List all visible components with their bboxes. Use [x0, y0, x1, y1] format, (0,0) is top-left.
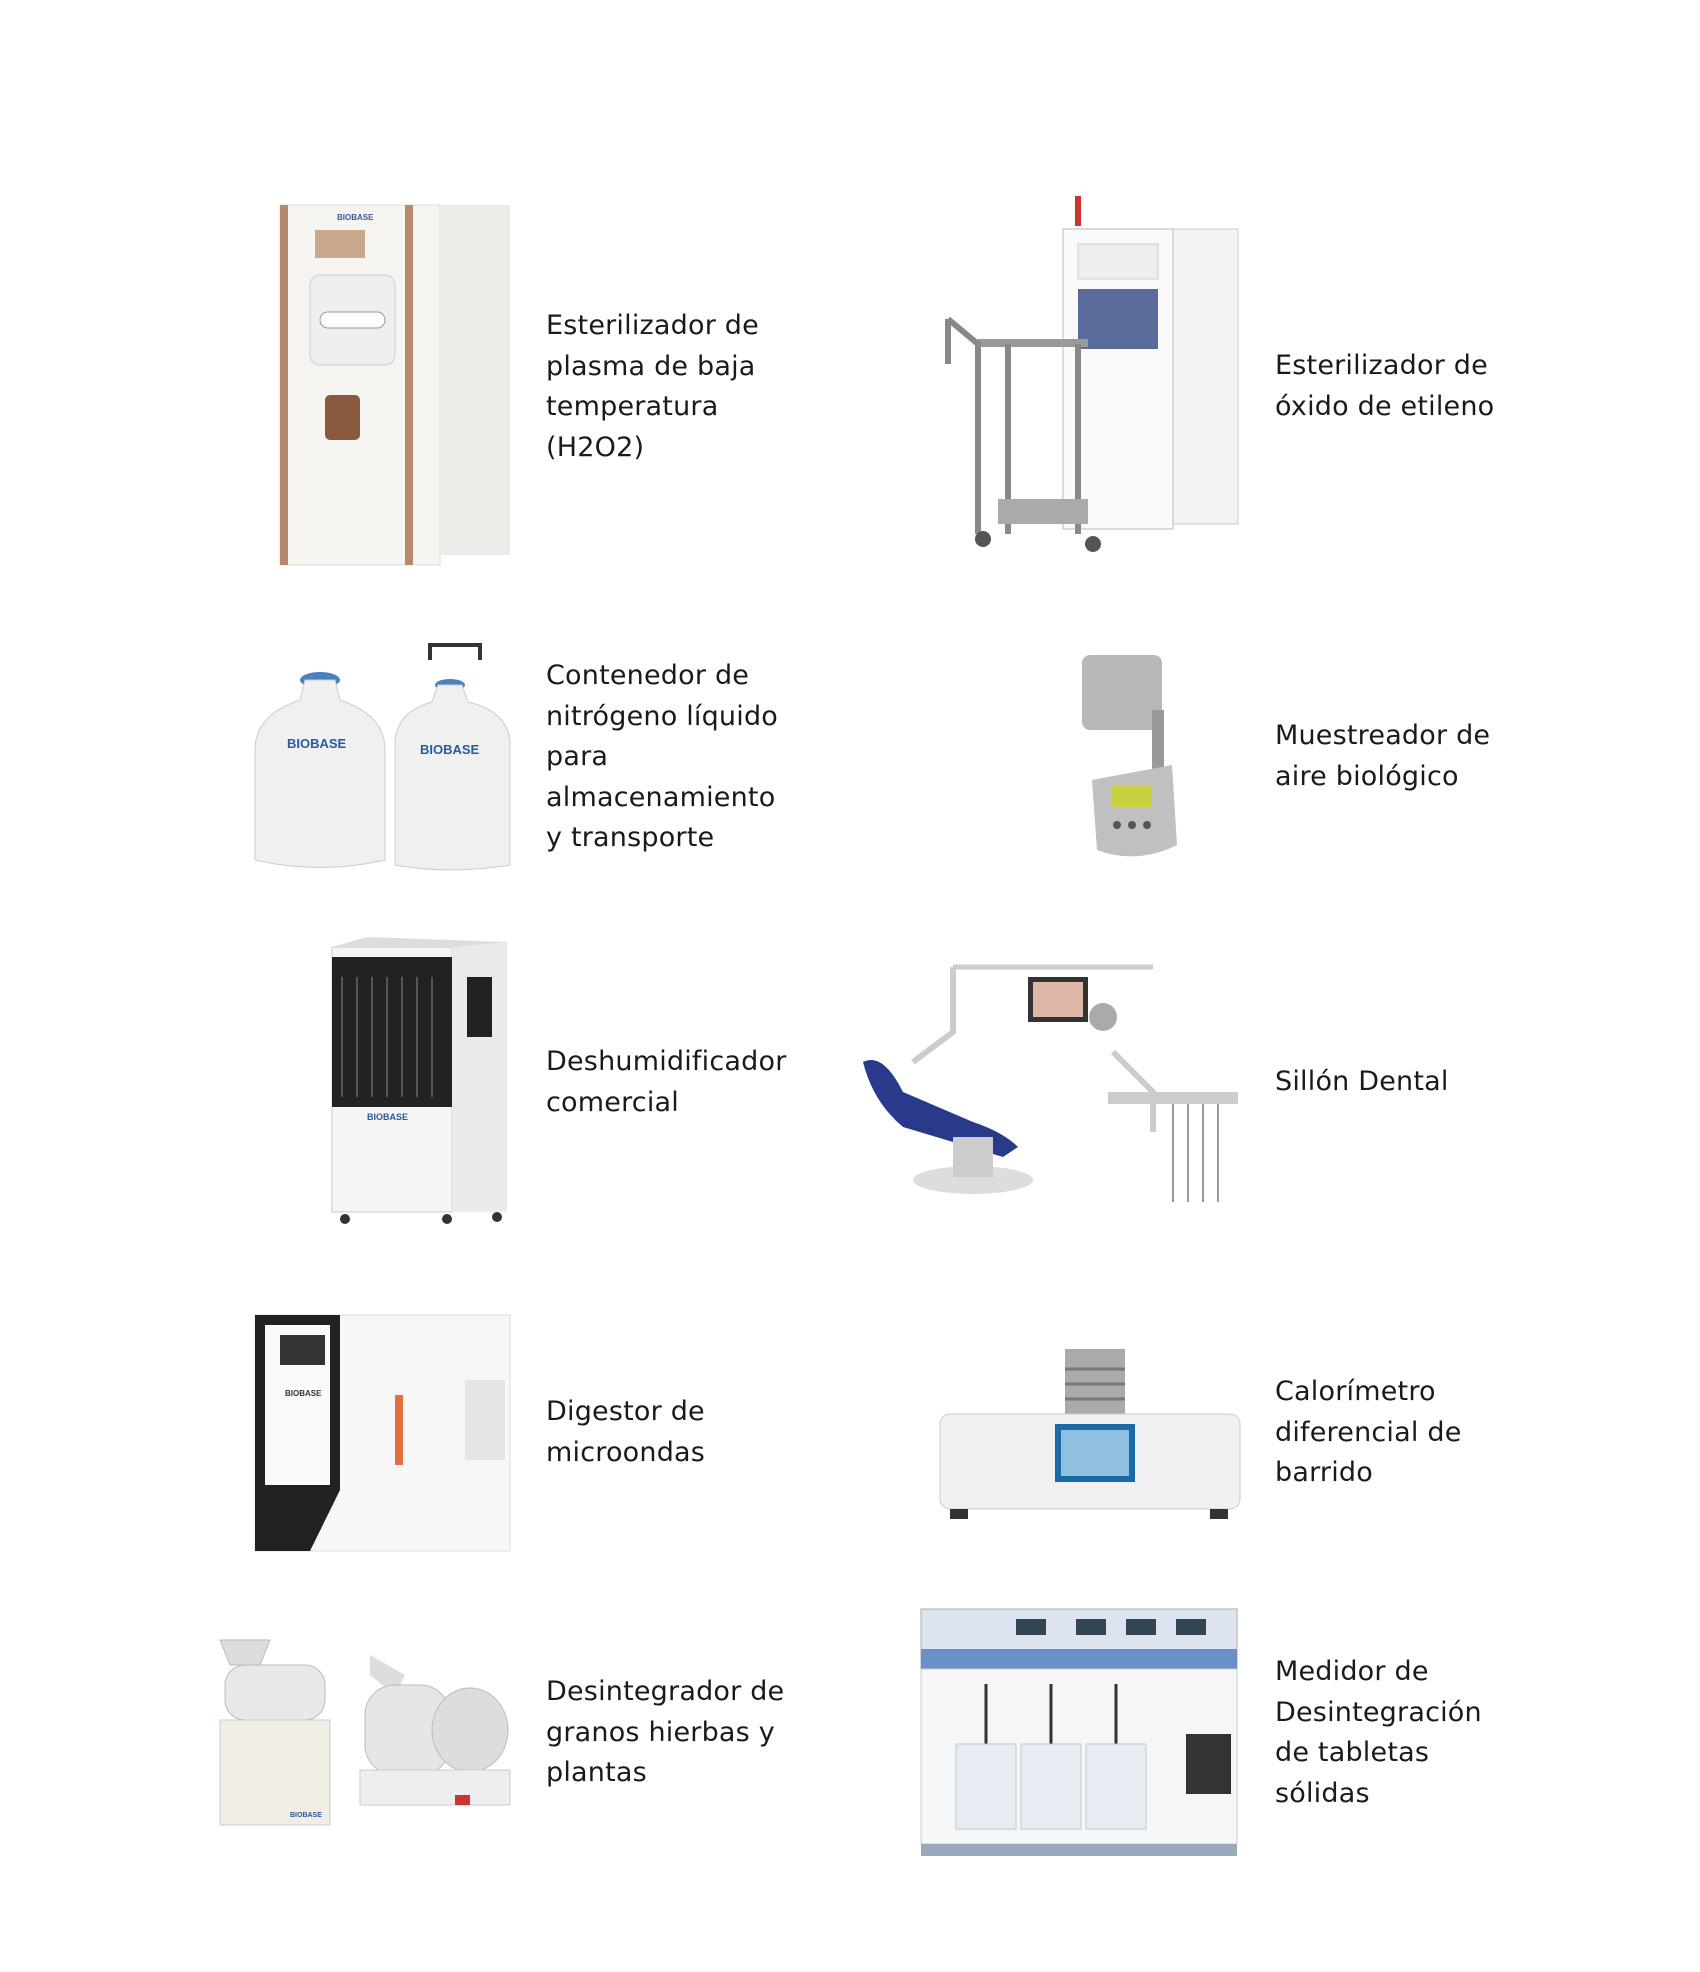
svg-text:BIOBASE: BIOBASE: [367, 1112, 408, 1122]
label-line: (H2O2): [546, 431, 645, 463]
product-label-commercial-dehumidifier: Deshumidificador comercial: [546, 1042, 787, 1123]
product-label-scanning-calorimeter: Calorímetro diferencial de barrido: [1275, 1372, 1462, 1494]
label-line: temperatura: [546, 391, 719, 422]
product-label-ethylene-oxide-sterilizer: Esterilizador de óxido de etileno: [1275, 346, 1494, 427]
plasma-sterilizer-image: BIOBASE: [275, 200, 515, 570]
label-line: Sillón Dental: [1275, 1066, 1449, 1097]
product-label-plasma-sterilizer: Esterilizador de plasma de baja temperatur…: [546, 306, 759, 468]
biological-air-sampler-image: [1077, 650, 1189, 862]
label-line: sólidas: [1275, 1777, 1370, 1809]
label-line: barrido: [1275, 1457, 1373, 1488]
product-label-liquid-nitrogen-container: Contenedor de nitrógeno líquido para almace…: [546, 656, 778, 859]
label-line: Desintegración: [1275, 1696, 1482, 1728]
tablet-disintegration-tester-image: [916, 1604, 1242, 1860]
product-label-tablet-disintegration-tester: Medidor de Desintegración de tabletas sólid…: [1275, 1652, 1482, 1814]
microwave-digester-image: BIOBASE: [250, 1310, 515, 1556]
label-line: de tabletas: [1275, 1737, 1430, 1768]
label-line: Deshumidificador: [546, 1046, 787, 1077]
label-line: plasma de baja: [546, 350, 756, 382]
label-line: Calorímetro: [1275, 1376, 1436, 1407]
svg-text:BIOBASE: BIOBASE: [420, 742, 480, 757]
label-line: aire biológico: [1275, 760, 1459, 792]
label-line: nitrógeno líquido: [546, 700, 779, 732]
product-label-grain-disintegrator: Desintegrador de granos hierbas y plantas: [546, 1672, 784, 1794]
svg-text:BIOBASE: BIOBASE: [287, 736, 347, 751]
label-line: Medidor de: [1275, 1656, 1429, 1687]
svg-text:BIOBASE: BIOBASE: [285, 1389, 322, 1398]
ethylene-oxide-sterilizer-image: [938, 194, 1244, 576]
svg-text:BIOBASE: BIOBASE: [290, 1812, 322, 1819]
label-line: almacenamiento: [546, 781, 776, 813]
label-line: para: [546, 741, 609, 772]
liquid-nitrogen-container-image: BIOBASE BIOBASE: [250, 640, 515, 875]
grain-disintegrator-image: BIOBASE: [210, 1635, 515, 1835]
label-line: Esterilizador de: [1275, 350, 1488, 381]
label-line: Esterilizador de: [546, 310, 759, 341]
label-line: granos hierbas y: [546, 1716, 775, 1748]
product-label-biological-air-sampler: Muestreador de aire biológico: [1275, 716, 1490, 797]
scanning-calorimeter-image: [935, 1344, 1245, 1524]
product-label-microwave-digester: Digestor de microondas: [546, 1392, 705, 1473]
label-line: comercial: [546, 1086, 679, 1118]
label-line: microondas: [546, 1436, 706, 1468]
product-label-dental-chair: Sillón Dental: [1275, 1062, 1449, 1103]
label-line: y transporte: [546, 822, 715, 853]
label-line: Contenedor de: [546, 660, 750, 691]
label-line: Desintegrador de: [546, 1676, 785, 1707]
commercial-dehumidifier-image: BIOBASE: [327, 937, 513, 1227]
label-line: Digestor de: [546, 1396, 705, 1427]
label-line: diferencial de: [1275, 1416, 1462, 1448]
dental-chair-image: [853, 952, 1246, 1210]
label-line: plantas: [546, 1757, 647, 1788]
label-line: Muestreador de: [1275, 720, 1491, 751]
label-line: óxido de etileno: [1275, 390, 1495, 422]
biobase-logo: BIOBASE: [337, 213, 374, 222]
